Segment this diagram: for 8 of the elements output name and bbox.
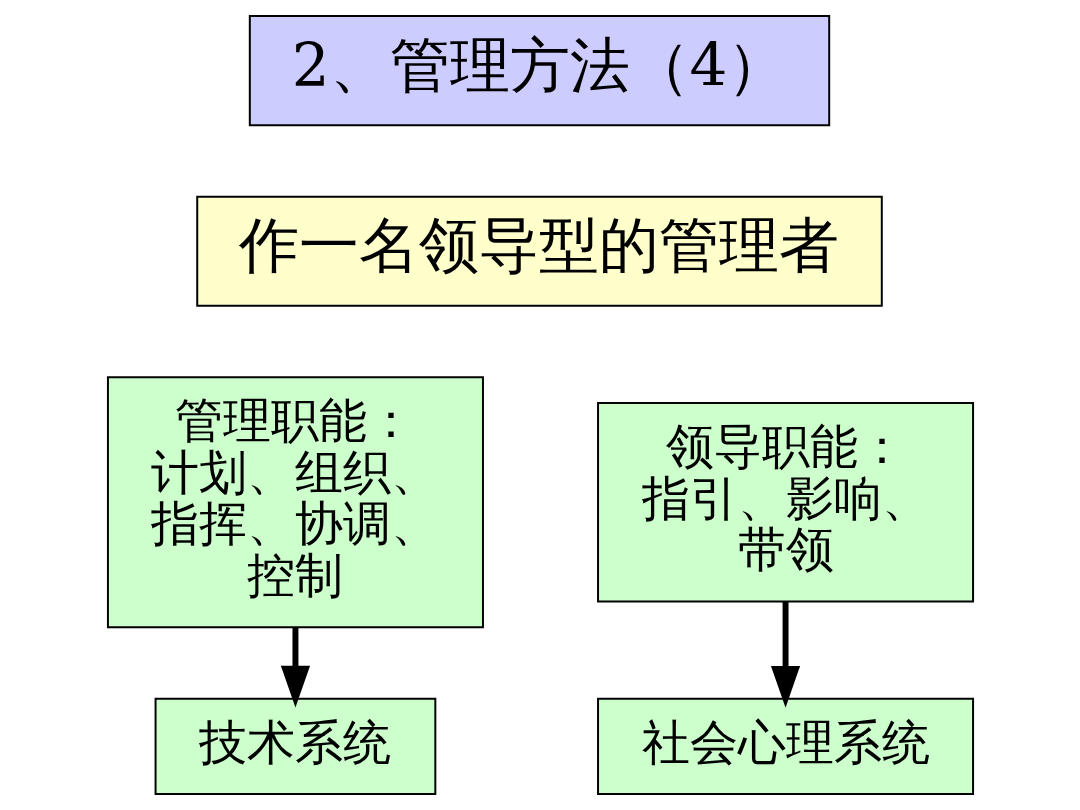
node-box: 领导职能： 指引、影响、带领 (596, 402, 974, 603)
node-box: 社会心理系统 (596, 697, 974, 795)
node-box: 技术系统 (154, 697, 436, 795)
node-box: 管理职能： 计划、组织、指挥、协调、控制 (106, 376, 484, 629)
arrow (280, 627, 310, 708)
arrow (770, 601, 800, 708)
node-box: 作一名领导型的管理者 (195, 195, 883, 307)
node-box: 2、管理方法（4） (248, 15, 830, 127)
